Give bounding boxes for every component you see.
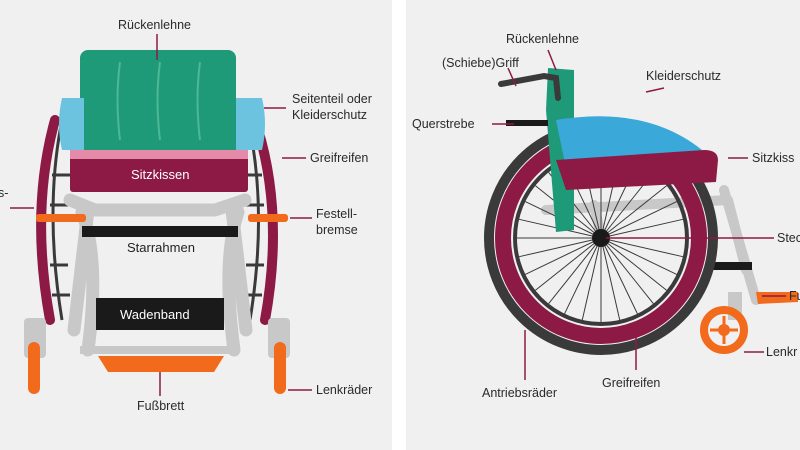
side-leader-lines [492,49,786,380]
side-caster [700,292,748,354]
seat-cushion [70,150,248,192]
side-footrest [756,292,798,304]
label-brake-line2: bremse [316,223,358,237]
label-side-guard-line2: Kleiderschutz [292,108,368,122]
label-handrim: Greifreifen [310,151,369,165]
side-label-push-handle: (Schiebe)Griff [442,56,519,70]
front-view-illustration [10,34,312,396]
side-frame [541,185,761,305]
label-backrest: Rückenlehne [118,18,191,32]
label-side-guard-line1: Seitenteil oder [292,92,372,106]
footplate [98,356,224,372]
side-backrest [546,68,574,232]
side-label-footplate: Fu [789,289,800,303]
wheel-spoke [564,237,602,314]
side-guard-right [236,98,265,150]
wheel-spoke [600,218,684,239]
side-view-panel: Rückenlehne (Schiebe)Griff Kleiderschutz… [406,0,800,450]
wheel-spoke [600,237,638,314]
brake-left [36,214,86,222]
label-casters: Lenkräder [316,383,373,397]
side-seat-cushion [556,150,718,190]
label-footplate: Fußbrett [137,399,185,413]
wheel-spoke [600,237,677,275]
label-brake-line1: Festell- [316,207,357,221]
label-cut-off: s- [0,186,9,200]
label-calf-strap: Wadenband [120,307,190,322]
side-label-handrim: Greifreifen [602,376,661,390]
wheel-spoke [600,237,684,258]
brake-right [248,214,288,222]
wheel-spoke [600,185,668,239]
wheel-spoke [518,237,602,258]
side-label-backrest: Rückenlehne [506,32,579,46]
side-label-axle: Stec [777,231,800,245]
wheel-spoke [600,237,668,291]
side-label-cross-brace: Querstrebe [412,117,475,131]
wheel-spoke [600,201,677,239]
leader-lines [10,34,312,396]
wheel-spoke [548,237,602,305]
label-rigid-frame: Starrahmen [127,240,195,255]
side-label-casters: Lenkr [766,345,798,359]
side-guard-left [59,98,84,150]
front-view-panel: Rückenlehne Seitenteil oder Kleiderschut… [0,0,392,450]
label-seat-cushion: Sitzkissen [131,167,190,182]
side-view-illustration [484,49,798,380]
wheel-spoke [600,237,654,305]
wheel-spoke [600,237,621,321]
side-label-seat-cushion: Sitzkiss [752,151,795,165]
cross-brace [506,120,548,126]
wheel-spoke [525,237,602,275]
calf-strap [96,298,224,330]
wheel-spoke [581,237,602,321]
caster-left [24,318,46,394]
side-label-drive-wheels: Antriebsräder [482,386,558,400]
side-label-clothing-guard: Kleiderschutz [646,69,722,83]
wheel-spoke [534,237,602,291]
caster-right [268,318,290,394]
push-handle [498,72,561,101]
